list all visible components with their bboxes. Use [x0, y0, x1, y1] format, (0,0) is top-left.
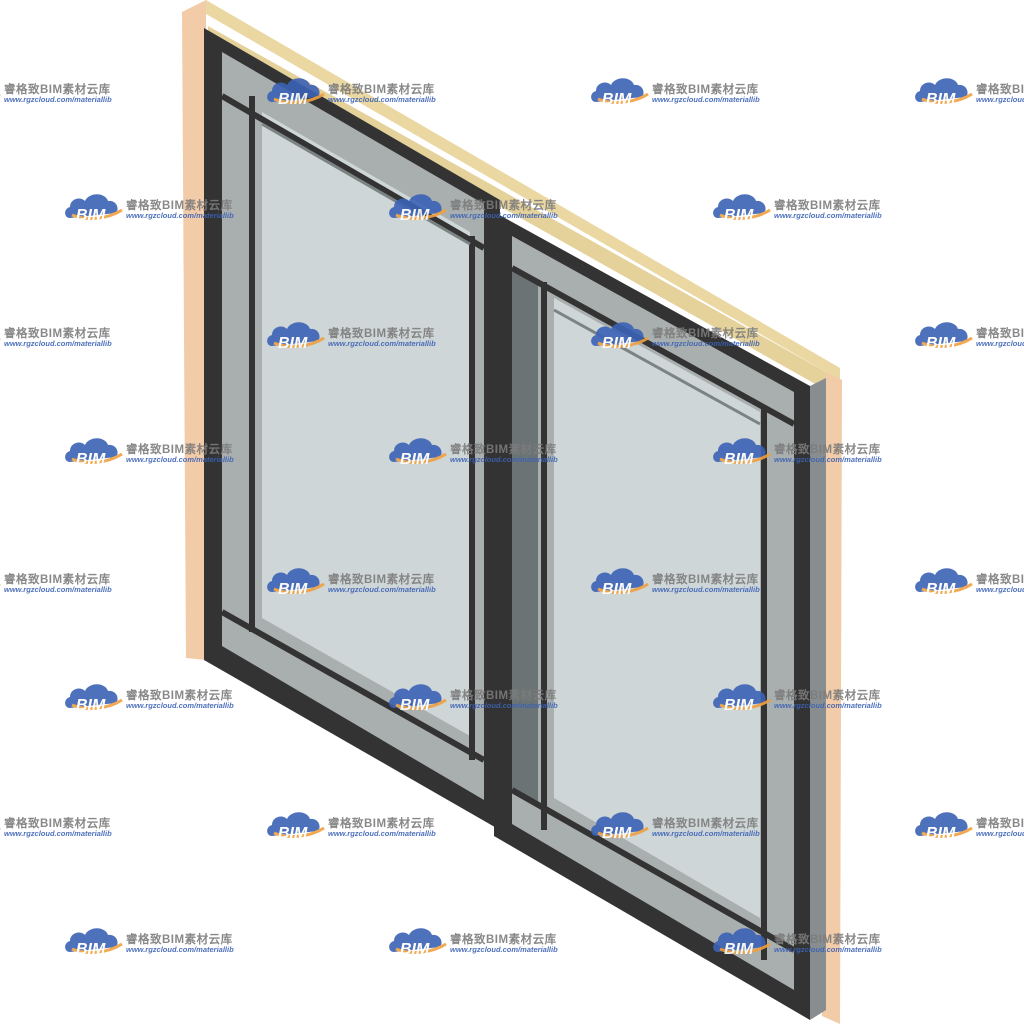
right-sash-glass [554, 298, 760, 918]
wood-trim-top [206, 0, 840, 380]
right-frame-depth [810, 378, 826, 1020]
wood-trim-right [822, 372, 842, 1024]
left-sash-muntin-top [220, 93, 486, 251]
right-sash-muntin-top [510, 265, 796, 427]
right-sash-mullion-dark [512, 270, 538, 802]
left-sash-muntin-bottom [220, 609, 486, 763]
wood-trim-left [182, 0, 206, 660]
right-sash-muntin-bottom [510, 787, 796, 953]
left-sash-inner-rule [261, 122, 471, 246]
wood-trim-rail [208, 26, 826, 390]
right-sash-inner-rule [553, 308, 761, 426]
